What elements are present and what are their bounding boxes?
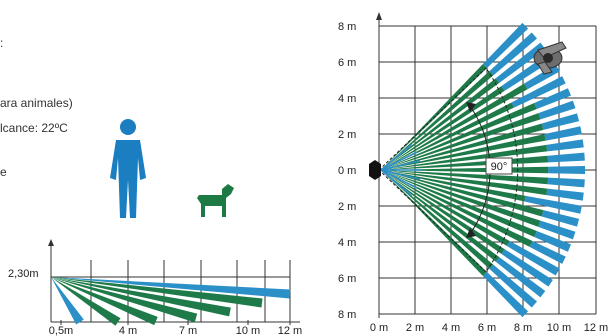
top-beam-tip xyxy=(482,271,529,318)
side-beam xyxy=(51,277,231,317)
top-beam xyxy=(381,170,549,185)
top-beam-tip xyxy=(547,177,585,188)
top-beam xyxy=(381,70,494,170)
top-beam-tip xyxy=(489,264,538,308)
top-y-tick: 6 m xyxy=(338,57,356,69)
top-beam-tip xyxy=(548,166,585,174)
top-beam-tip xyxy=(495,257,546,298)
top-beam-tip xyxy=(495,42,546,83)
top-x-tick: 6 m xyxy=(478,322,496,334)
side-x-tick: 7 m xyxy=(179,325,197,336)
top-beam xyxy=(381,123,544,170)
top-beam-tip xyxy=(506,240,560,276)
top-beam-tip xyxy=(534,230,572,252)
side-beam xyxy=(51,277,198,323)
detection-boundary xyxy=(378,67,519,273)
top-beam-tip xyxy=(546,188,584,201)
side-beam xyxy=(51,277,121,326)
top-beam-tip xyxy=(541,210,580,227)
top-beam-tip xyxy=(529,241,566,264)
top-beam xyxy=(381,78,500,170)
top-beam xyxy=(381,170,541,227)
top-beam xyxy=(381,144,548,170)
side-beam xyxy=(51,277,263,308)
top-beam xyxy=(381,170,544,217)
intro-line-3: lcance: 22ºC xyxy=(0,121,68,135)
top-x-tick: 10 m xyxy=(547,322,571,334)
intro-line-2: ara animales) xyxy=(0,96,73,110)
top-beam xyxy=(381,113,541,170)
top-beam xyxy=(381,170,533,247)
top-beam-tip xyxy=(489,32,538,76)
top-beam xyxy=(381,170,500,262)
top-beam-tip xyxy=(541,113,580,130)
top-x-tick: 2 m xyxy=(406,322,424,334)
top-x-tick: 4 m xyxy=(442,322,460,334)
top-beam xyxy=(381,170,537,238)
intro-line-4: e xyxy=(0,165,7,179)
sensor-icon xyxy=(369,160,381,180)
top-y-tick: 4 m xyxy=(338,237,356,249)
intro-line-1: : xyxy=(0,36,4,50)
top-beam xyxy=(381,83,528,170)
side-x-tick: 12 m xyxy=(278,325,302,336)
height-label: 2,30m xyxy=(8,268,39,280)
side-beam xyxy=(51,277,84,325)
top-y-tick: 2 m xyxy=(338,129,356,141)
top-beam-tip xyxy=(538,100,576,120)
top-y-tick: 8 m xyxy=(338,21,356,33)
side-x-tick: 4 m xyxy=(119,325,137,336)
top-beam-tip xyxy=(547,152,585,163)
top-x-tick: 8 m xyxy=(514,322,532,334)
side-view: 0,5m 4 m 7 m 10 m 12 m 2,30m xyxy=(8,239,302,336)
top-beam-tip xyxy=(546,139,584,152)
top-view: 90° 8 m 6 m 4 m 2 m 0 m 2 m 4 m 6 m 8 m 0 m 2 m 4 m… xyxy=(338,12,608,334)
top-beam-tip xyxy=(482,22,529,69)
top-beam xyxy=(381,134,546,170)
side-beam xyxy=(51,277,158,326)
top-beam-tip xyxy=(538,220,576,240)
top-beam xyxy=(381,170,505,254)
top-beam-tip xyxy=(524,195,582,214)
side-beam xyxy=(51,277,291,299)
person-top-view-icon xyxy=(533,41,567,75)
top-beam xyxy=(381,102,537,170)
side-x-tick: 10 m xyxy=(236,325,260,336)
top-beam xyxy=(381,170,494,270)
top-beam xyxy=(381,170,510,246)
top-y-tick: 2 m xyxy=(338,201,356,213)
top-x-tick: 0 m xyxy=(370,322,388,334)
top-x-tick: 12 m xyxy=(584,322,608,334)
top-beam-tip xyxy=(534,88,572,110)
top-beam xyxy=(381,170,548,196)
top-beam-tip xyxy=(501,249,553,287)
top-y-tick: 8 m xyxy=(338,309,356,321)
top-beam xyxy=(381,86,505,170)
human-silhouette-icon xyxy=(110,119,146,218)
angle-label: 90° xyxy=(491,161,508,173)
top-beam-tip xyxy=(511,76,566,108)
top-y-tick: 6 m xyxy=(338,273,356,285)
side-x-tick: 0,5m xyxy=(49,325,73,336)
top-y-tick: 4 m xyxy=(338,93,356,105)
top-y-tick: 0 m xyxy=(338,165,356,177)
top-beam-tip xyxy=(544,126,582,141)
dog-silhouette-icon xyxy=(197,184,234,217)
